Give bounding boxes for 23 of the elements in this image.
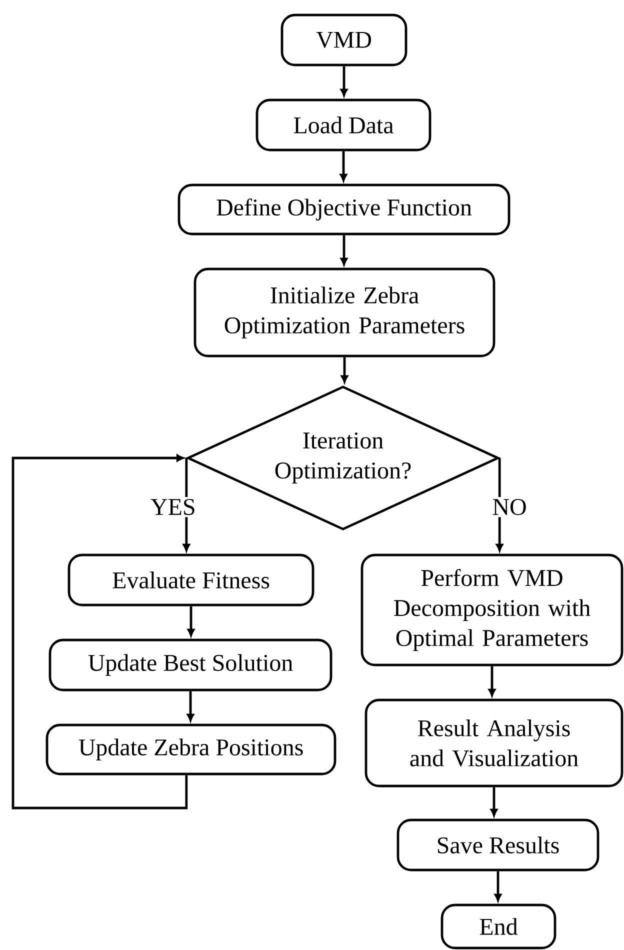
- process-box: Evaluate Fitness: [68, 554, 314, 606]
- edge-label: YES: [148, 496, 198, 518]
- edge-label: NO: [490, 496, 529, 518]
- arrow: [186, 691, 194, 722]
- arrow: [340, 235, 348, 266]
- process-box: Update Zebra Positions: [46, 724, 336, 776]
- arrow: [12, 454, 188, 810]
- process-box: Update Best Solution: [48, 638, 332, 692]
- process-box: Save Results: [396, 818, 600, 872]
- process-box: Initialize Zebra Optimization Parameters: [194, 268, 496, 358]
- process-box: Perform VMD Decomposition with Optimal Parameters: [360, 554, 624, 666]
- process-box: Define Objective Function: [178, 184, 510, 236]
- arrow: [340, 66, 348, 96]
- arrow: [340, 151, 348, 182]
- arrow: [494, 871, 502, 902]
- arrow: [490, 787, 498, 816]
- process-box: VMD: [280, 14, 408, 66]
- process-box: Load Data: [256, 98, 432, 152]
- arrow: [187, 606, 195, 636]
- arrow: [488, 666, 496, 696]
- process-box: End: [440, 904, 556, 950]
- arrow: [340, 357, 348, 383]
- process-box: Result Analysis and Visualization: [364, 698, 624, 788]
